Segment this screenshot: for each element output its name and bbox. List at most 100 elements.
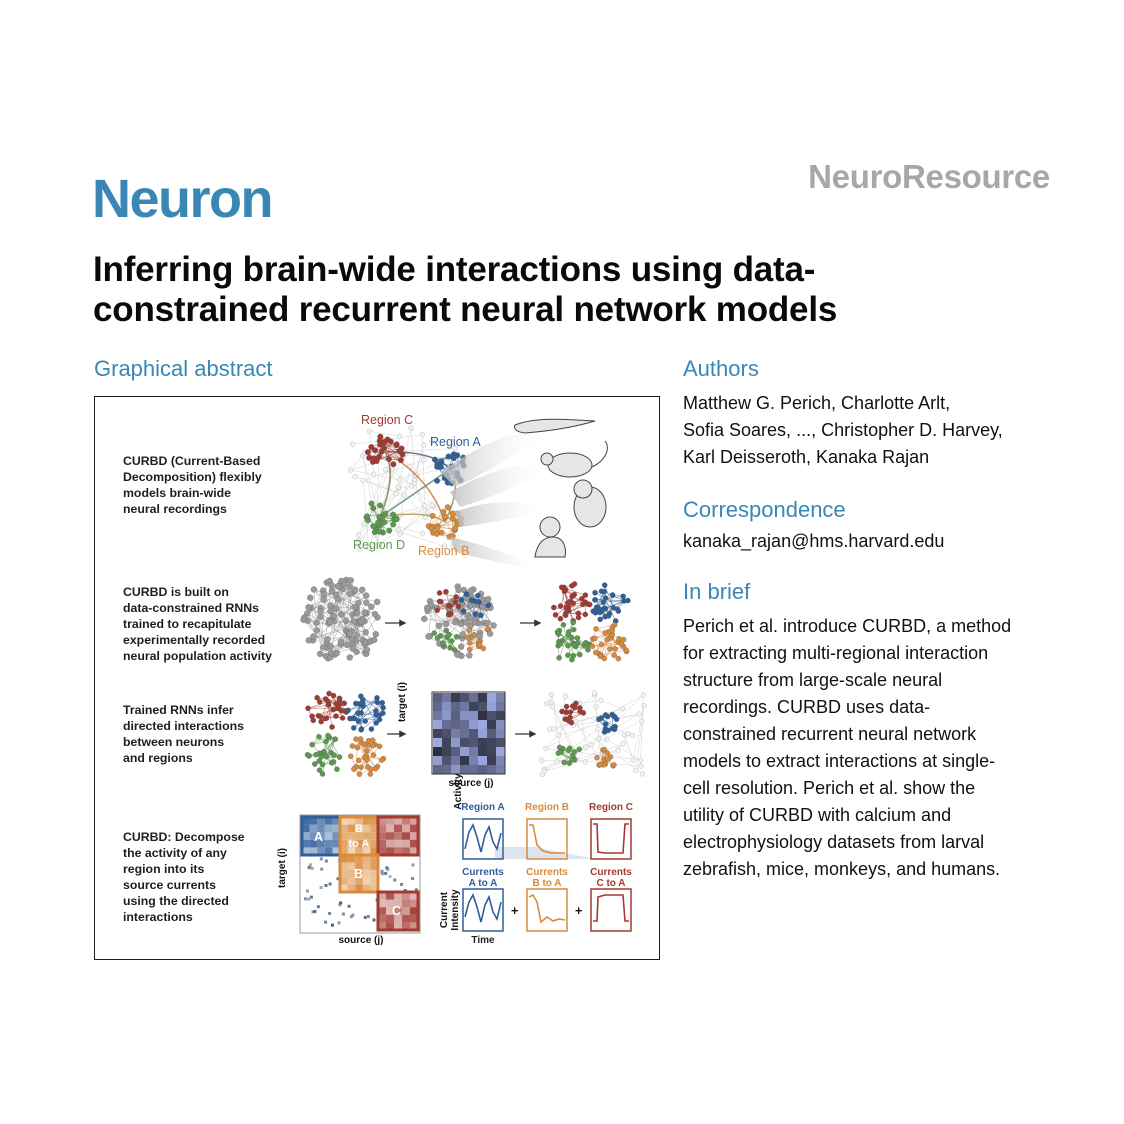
matrix-cell (410, 922, 418, 930)
caption-line: the activity of any (123, 846, 227, 860)
network-node (355, 599, 362, 607)
matrix-cell (460, 720, 469, 729)
network-node (431, 630, 437, 636)
matrix-cell (320, 867, 324, 871)
network-edge (439, 592, 457, 598)
network-node (401, 492, 407, 498)
caption-line: region into its (123, 862, 205, 876)
network-node (329, 724, 335, 730)
matrix-cell (394, 914, 402, 923)
network-node (376, 454, 383, 460)
network-node (320, 591, 327, 598)
matrix-cell (351, 913, 355, 917)
network-node (336, 702, 343, 708)
matrix-cell (370, 877, 378, 885)
axis-source-label: source (j) (448, 778, 494, 789)
network-node (367, 771, 374, 777)
network-node (621, 731, 627, 738)
network-node (317, 699, 323, 705)
network-node (362, 718, 368, 724)
network-node (323, 738, 329, 745)
network-node (349, 645, 356, 652)
network-node (375, 519, 381, 526)
trace-region-a (464, 823, 502, 853)
network-node (371, 610, 378, 618)
network-edge (307, 698, 340, 709)
caption-line: directed interactions (123, 719, 244, 733)
matrix-cell (324, 859, 328, 863)
network-node (368, 766, 374, 773)
network-node (570, 600, 577, 607)
network-edge (632, 705, 645, 761)
network-node (615, 747, 621, 753)
network-node (317, 613, 324, 621)
matrix-cell (317, 832, 325, 840)
matrix-cell (442, 747, 451, 756)
network-node (637, 757, 644, 763)
network-edge (312, 735, 329, 745)
matrix-cell (386, 868, 390, 872)
network-node (596, 716, 602, 722)
axis-label-line: Intensity (450, 889, 461, 931)
network-node (454, 651, 461, 658)
network-node (457, 620, 464, 628)
matrix-cell (355, 877, 363, 885)
network-node (322, 752, 329, 759)
network-node (327, 619, 334, 626)
matrix-cell (332, 832, 340, 840)
brief-line: structure from large-scale neural (683, 670, 943, 690)
matrix-cell (347, 824, 356, 833)
matrix-cell (478, 711, 487, 720)
network-node (556, 744, 563, 751)
network-node (377, 433, 384, 440)
network-node (382, 510, 389, 517)
network-node (313, 619, 320, 626)
network-node (357, 618, 365, 625)
matrix-cell (330, 923, 334, 927)
network-node (330, 692, 337, 699)
network-node (623, 647, 629, 654)
network-node (453, 594, 459, 600)
matrix-cell (400, 882, 404, 886)
network-node (327, 643, 334, 650)
network-node (454, 634, 460, 640)
network-node (434, 477, 441, 484)
network-node (379, 699, 385, 706)
network-node (460, 608, 467, 614)
correspondence-email[interactable]: kanaka_rajan@hms.harvard.edu (683, 531, 945, 551)
matrix-cell (307, 865, 311, 869)
matrix-cell (402, 839, 410, 848)
network-node (562, 716, 568, 722)
matrix-cell (460, 693, 469, 702)
network-node (441, 543, 448, 549)
matrix-cell (370, 862, 378, 870)
network-node (361, 609, 368, 616)
network-edge (600, 700, 623, 710)
network-node (357, 546, 363, 552)
network-edge (410, 427, 416, 477)
network-node (310, 633, 317, 640)
network-node (368, 603, 375, 610)
network-node (570, 619, 576, 626)
network-node (468, 597, 475, 603)
network-node (317, 608, 324, 615)
matrix-cell (302, 824, 310, 833)
matrix-cell (394, 899, 402, 908)
network-node (354, 610, 361, 617)
network-node (429, 438, 435, 445)
network-node (569, 756, 575, 763)
matrix-cell (362, 817, 371, 825)
network-edge (573, 713, 639, 726)
plus-sign: + (575, 904, 583, 918)
network-node (421, 442, 427, 448)
matrix-cell (496, 729, 505, 738)
network-node (326, 690, 332, 697)
matrix-cell (394, 922, 402, 930)
matrix-cell (311, 910, 315, 914)
network-node (447, 611, 454, 617)
network-node (370, 636, 378, 644)
network-node (459, 631, 466, 638)
network-edge (467, 628, 488, 639)
matrix-cell (469, 729, 478, 738)
network-edge (384, 447, 401, 461)
